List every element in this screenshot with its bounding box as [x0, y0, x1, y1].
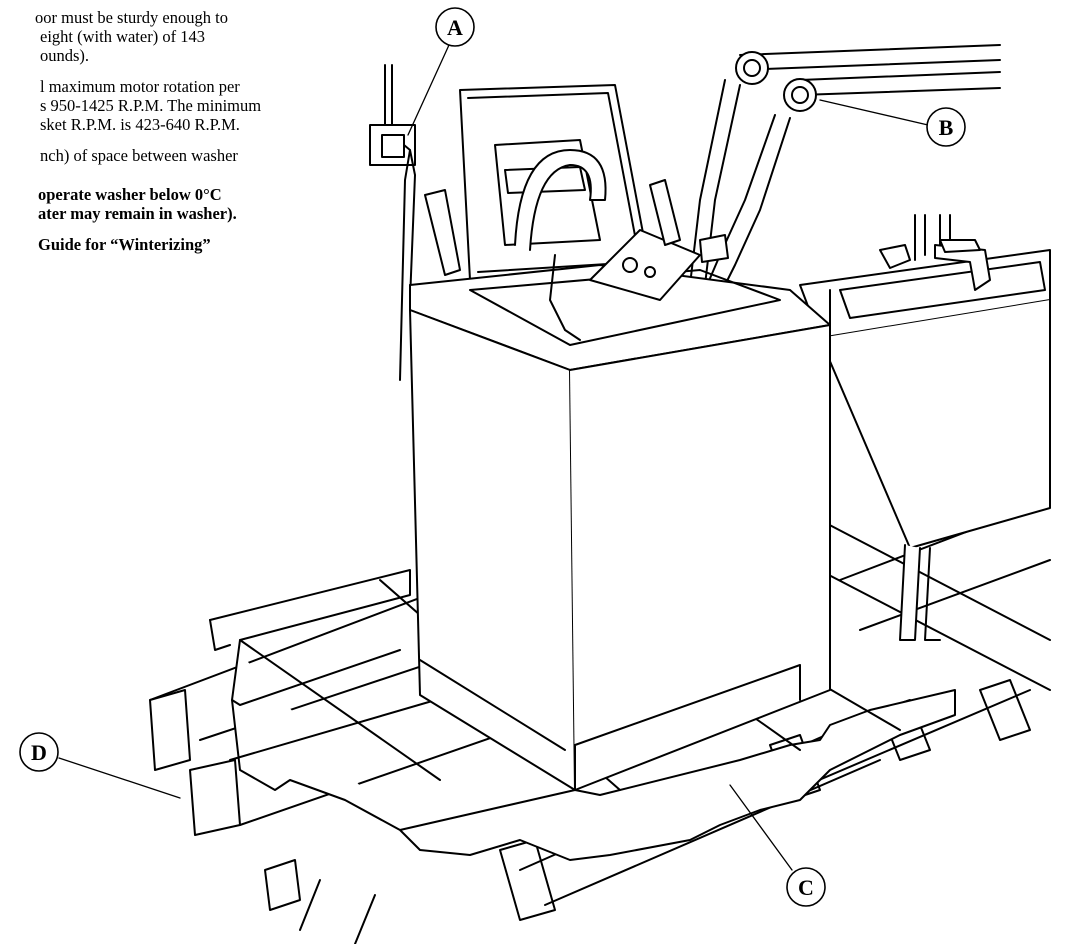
callout-b-label: B [939, 115, 954, 140]
floor-strength-paragraph: oor must be sturdy enough to eight (with… [0, 8, 400, 65]
callout-c: C [786, 867, 826, 907]
callout-d: D [19, 732, 59, 772]
spacing-paragraph: nch) of space between washer [0, 146, 400, 165]
text-line: s 950-1425 R.P.M. The minimum [40, 96, 262, 115]
power-outlet [369, 64, 416, 381]
text-line: ounds). [40, 46, 90, 65]
text-line: sket R.P.M. is 423-640 R.P.M. [40, 115, 240, 134]
text-line: operate washer below 0°C [38, 185, 222, 204]
callout-c-label: C [798, 875, 814, 900]
instruction-text-block: oor must be sturdy enough to eight (with… [0, 8, 400, 266]
text-line: Guide for “Winterizing” [38, 235, 211, 254]
motor-rotation-paragraph: l maximum motor rotation per s 950-1425 … [0, 77, 400, 134]
winterizing-reference-paragraph: Guide for “Winterizing” [0, 235, 400, 254]
text-line: oor must be sturdy enough to [35, 8, 228, 27]
callout-a-label: A [447, 15, 463, 40]
text-line: eight (with water) of 143 [40, 27, 205, 46]
text-line: nch) of space between washer [40, 146, 238, 165]
laundry-tub [799, 214, 1051, 641]
washer [409, 84, 831, 791]
water-supply-valves [689, 44, 1001, 296]
text-line: l maximum motor rotation per [40, 77, 240, 96]
callout-d-label: D [31, 740, 47, 765]
callout-a: A [435, 7, 475, 47]
temperature-warning-paragraph: operate washer below 0°C ater may remain… [0, 185, 400, 223]
callout-leaders [58, 44, 929, 871]
callout-b: B [926, 107, 966, 147]
text-line: ater may remain in washer). [38, 204, 237, 223]
